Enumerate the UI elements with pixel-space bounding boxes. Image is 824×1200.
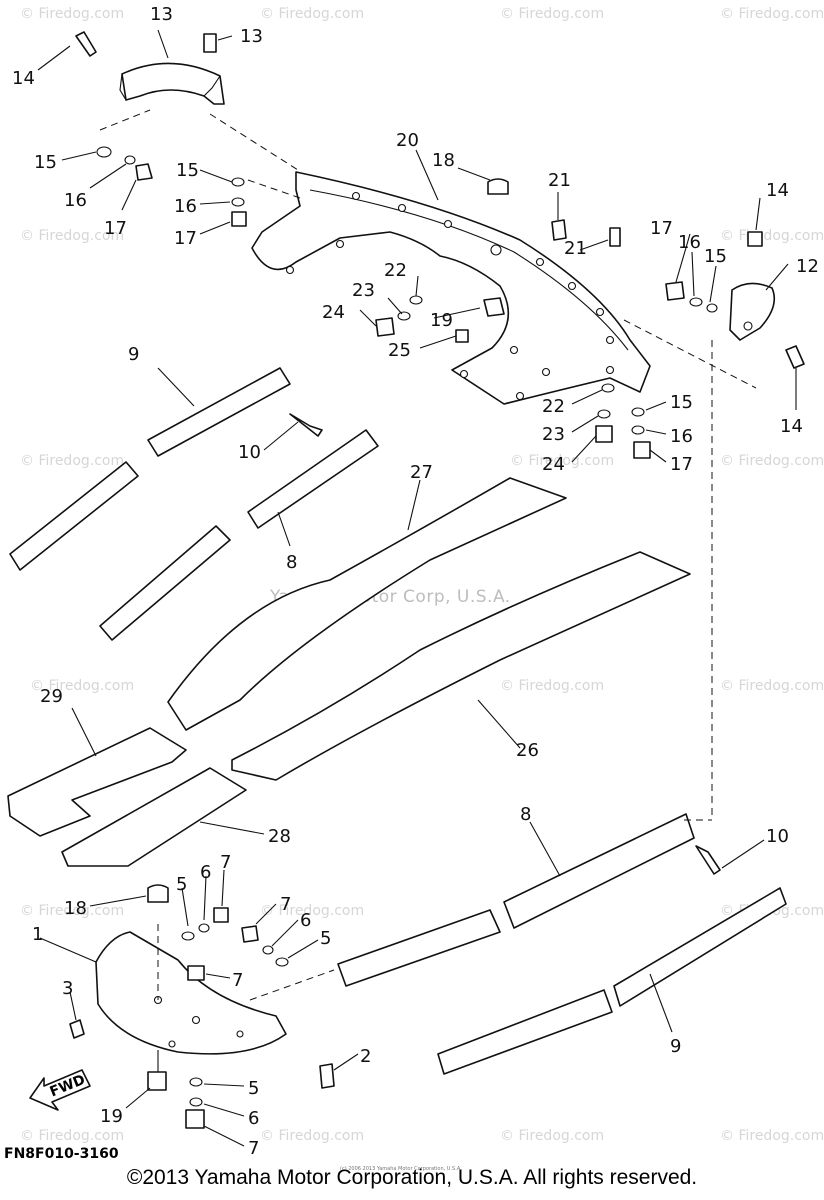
callout-22: 22	[384, 260, 407, 281]
callout-2: 2	[360, 1046, 371, 1067]
hardware	[69, 31, 805, 1129]
part-20-plate	[233, 171, 651, 405]
watermark: © Firedog.com	[510, 453, 614, 469]
watermark: © Firedog.com	[720, 678, 824, 694]
watermark: © Firedog.com	[20, 903, 124, 919]
upper-rails	[9, 367, 379, 641]
watermark: © Firedog.com	[500, 678, 604, 694]
callout-16: 16	[670, 426, 693, 447]
callout-4: 7	[232, 970, 243, 991]
watermark: © Firedog.com	[20, 453, 124, 469]
figure-code: FN8F010-3160	[4, 1146, 119, 1162]
alignment-lines	[99, 109, 757, 1001]
callout-14: 14	[780, 416, 803, 437]
callout-9: 9	[128, 344, 139, 365]
leader-lines	[37, 29, 797, 1147]
callout-7: 7	[248, 1138, 259, 1159]
callout-1: 1	[32, 924, 43, 945]
fwd-arrow: FWD	[29, 1069, 91, 1111]
callout-labels: 13 13 14 15 16 17 15 16 17 20 18 21 21 1…	[12, 4, 819, 1159]
watermark: © Firedog.com	[500, 6, 604, 22]
callout-27: 27	[410, 462, 433, 483]
callout-5: 5	[176, 874, 187, 895]
callout-15: 15	[670, 392, 693, 413]
callout-5: 5	[248, 1078, 259, 1099]
callout-15: 15	[34, 152, 57, 173]
callout-24: 24	[542, 454, 565, 475]
callout-19: 19	[430, 310, 453, 331]
callout-19: 19	[100, 1106, 123, 1127]
callout-14: 14	[12, 68, 35, 89]
callout-7: 7	[220, 852, 231, 873]
callout-3: 3	[62, 978, 73, 999]
callout-21: 21	[564, 238, 587, 259]
lower-rails	[337, 813, 787, 1075]
watermark: © Firedog.com	[720, 228, 824, 244]
callout-17: 17	[174, 228, 197, 249]
callout-7: 7	[280, 894, 291, 915]
callout-16: 16	[64, 190, 87, 211]
callout-24: 24	[322, 302, 345, 323]
callout-8: 8	[286, 552, 297, 573]
callout-20: 20	[396, 130, 419, 151]
callout-9: 9	[670, 1036, 681, 1057]
callout-17: 17	[104, 218, 127, 239]
callout-21: 21	[548, 170, 571, 191]
copyright-line: ©2013 Yamaha Motor Corporation, U.S.A. A…	[126, 1166, 698, 1189]
part-11-bracket	[729, 282, 776, 341]
watermark: © Firedog.com	[260, 6, 364, 22]
watermark: © Firedog.com	[500, 1128, 604, 1144]
callout-8: 8	[520, 804, 531, 825]
mats	[7, 477, 691, 867]
part-12-bracket	[119, 62, 225, 105]
callout-12: 13	[150, 4, 173, 25]
watermark: © Firedog.com	[720, 1128, 824, 1144]
callout-6: 6	[200, 862, 211, 883]
callout-25: 25	[388, 340, 411, 361]
tiny-notice: (c) 2006 2013 Yamaha Motor Corporation, …	[340, 1166, 462, 1172]
callout-17: 17	[650, 218, 673, 239]
callout-17: 17	[670, 454, 693, 475]
callout-18: 18	[64, 898, 87, 919]
watermark: © Firedog.com	[30, 678, 134, 694]
callout-23: 23	[542, 424, 565, 445]
callout-29: 29	[40, 686, 63, 707]
callout-15: 15	[704, 246, 727, 267]
callout-5: 5	[320, 928, 331, 949]
watermark: © Firedog.com	[720, 453, 824, 469]
part-1-bracket	[95, 931, 287, 1055]
callout-10: 10	[238, 442, 261, 463]
callout-18: 18	[432, 150, 455, 171]
watermark: © Firedog.com	[20, 228, 124, 244]
callout-23: 23	[352, 280, 375, 301]
callout-15: 15	[176, 160, 199, 181]
callout-6: 6	[300, 910, 311, 931]
watermark: © Firedog.com	[20, 6, 124, 22]
callout-22: 22	[542, 396, 565, 417]
callout-10: 10	[766, 826, 789, 847]
callout-13: 14	[766, 180, 789, 201]
callout-16: 16	[174, 196, 197, 217]
callout-6: 6	[248, 1108, 259, 1129]
callout-16: 16	[678, 232, 701, 253]
watermark: © Firedog.com	[720, 6, 824, 22]
watermark: © Firedog.com	[260, 1128, 364, 1144]
callout-28: 28	[268, 826, 291, 847]
watermark: © Firedog.com	[260, 903, 364, 919]
watermark: © Firedog.com	[20, 1128, 124, 1144]
callout-11: 12	[796, 256, 819, 277]
callout-26: 26	[516, 740, 539, 761]
callout-13: 13	[240, 26, 263, 47]
